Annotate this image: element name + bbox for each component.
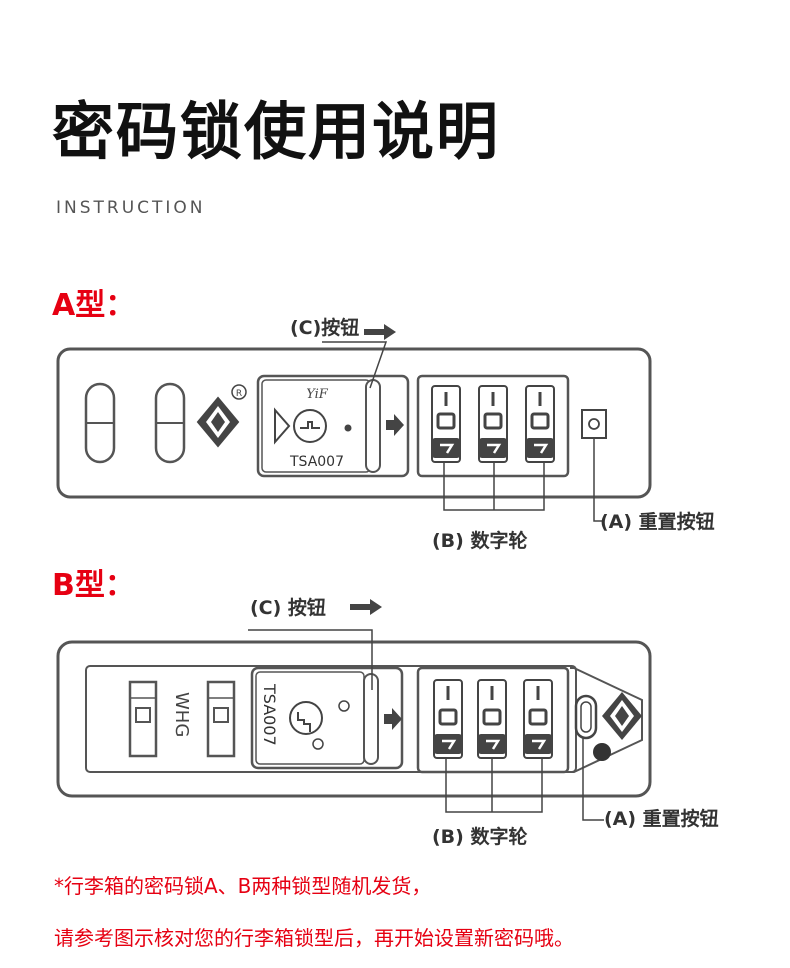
wheel-icon [433,679,553,759]
reset-a-label: (A) 重置按钮 [600,510,715,533]
lock-a: R YiF TSA007 [56,324,652,522]
brand-label: WHG [171,692,192,737]
svg-text:R: R [236,389,242,399]
button-c-icon [363,673,402,765]
slider-icon [84,382,186,464]
keyhole-icon [289,700,350,750]
tsa-label: TSA007 [260,683,279,746]
wheels-b-label: (B) 数字轮 [432,529,527,552]
button-c-icon [365,379,404,473]
tsa-diamond-icon: R [196,384,247,448]
wheels-b-label: (B) 数字轮 [432,825,527,848]
brand-label: YiF [306,387,329,402]
type-b-label: B型： [52,568,135,603]
lock-b: WHG TSA007 [56,599,652,821]
wheel-icon [431,385,555,463]
tsa-diamond-icon [602,692,642,740]
slider-icon [128,680,236,758]
button-c-label: (C) 按钮 [250,596,326,619]
reset-a-label: (A) 重置按钮 [604,807,719,830]
type-a-label: A型： [52,288,136,323]
page-title: 密码锁使用说明 [52,95,501,168]
page-subtitle: INSTRUCTION [56,198,206,218]
note-line-2: 请参考图示核对您的行李箱锁型后，再开始设置新密码哦。 [54,926,574,950]
button-c-label: (C)按钮 [290,316,359,339]
tsa-label: TSA007 [289,454,344,470]
reset-button-icon [581,409,607,439]
note-line-1: *行李箱的密码锁A、B两种锁型随机发货， [54,874,432,898]
keyhole-icon [274,407,352,445]
reset-button-icon [574,694,611,761]
